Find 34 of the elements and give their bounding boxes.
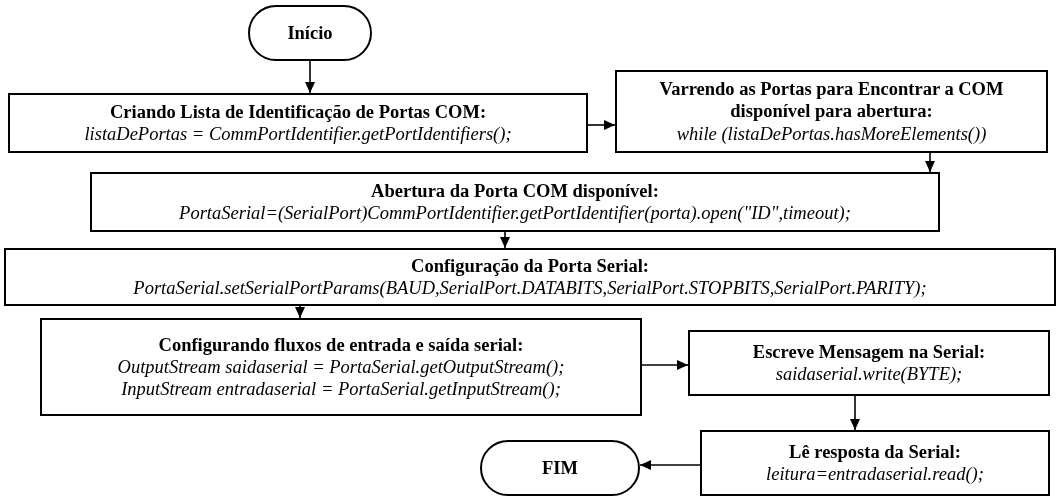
terminal-label: Início	[287, 21, 333, 45]
code-line: leitura=entradaserial.read();	[766, 463, 984, 486]
arrow	[500, 231, 510, 249]
process-box	[688, 330, 1050, 396]
process-box	[40, 318, 642, 416]
process-box	[700, 430, 1050, 496]
process-box	[4, 248, 1056, 306]
code-line: OutputStream saidaserial = PortaSerial.getOutputStream();	[117, 355, 565, 379]
arrow	[305, 60, 315, 94]
terminal-shape	[480, 440, 640, 496]
code-line: PortaSerial=(SerialPort)CommPortIdentifier.getPortIdentifier(porta).open("ID",timeout);	[179, 202, 851, 225]
arrow	[587, 120, 616, 130]
code-line: saidaserial.write(BYTE);	[775, 363, 963, 386]
step-title: Criando Lista de Identificação de Portas COM:	[109, 100, 487, 123]
arrow	[639, 460, 701, 470]
code-line: listaDePortas = CommPortIdentifier.getPortIdentifiers();	[84, 123, 512, 146]
terminal-label: FIM	[542, 456, 578, 480]
process-box	[90, 172, 940, 232]
arrow	[295, 305, 305, 319]
code-line: InputStream entradaserial = PortaSerial.getInputStream();	[121, 378, 561, 401]
arrow	[850, 395, 860, 431]
code-line: while (listaDePortas.hasMoreElements())	[676, 122, 987, 145]
step-title: Abertura da Porta COM disponível:	[371, 179, 659, 202]
process-box	[615, 70, 1048, 153]
step-title: Configurando fluxos de entrada e saída serial:	[158, 333, 524, 356]
terminal-shape	[248, 5, 372, 61]
arrow	[925, 152, 935, 173]
step-title: Lê resposta da Serial:	[789, 440, 961, 463]
arrow	[641, 360, 689, 370]
process-box	[8, 93, 588, 153]
step-title: Configuração da Porta Serial:	[411, 254, 649, 277]
step-title: Escreve Mensagem na Serial:	[752, 340, 986, 363]
step-title: Varrendo as Portas para Encontrar a COM disponível para abertura:	[658, 78, 1005, 123]
code-line: PortaSerial.setSerialPortParams(BAUD,SerialPort.DATABITS,SerialPort.STOPBITS,SerialPort.PARITY);	[133, 277, 927, 300]
